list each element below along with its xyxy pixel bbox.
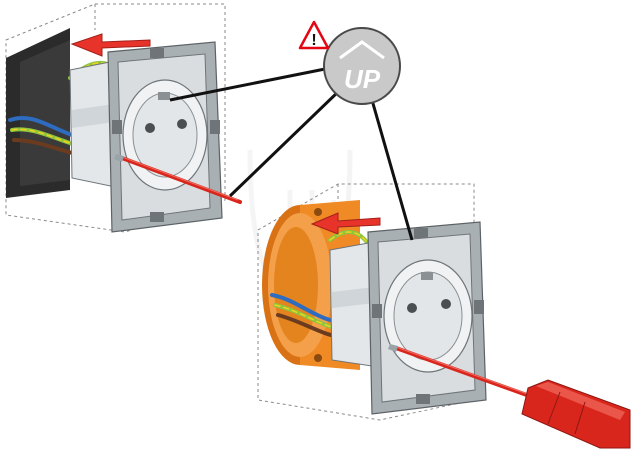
bottom-assembly bbox=[257, 183, 631, 449]
up-badge-label: UP bbox=[344, 64, 381, 94]
insert-direction-arrow-icon bbox=[310, 212, 381, 235]
insert-direction-arrow-icon bbox=[70, 33, 151, 57]
socket-face-bottom bbox=[383, 259, 473, 373]
up-orientation-badge-icon: UP bbox=[323, 27, 401, 105]
wall-box-outline bbox=[5, 3, 226, 233]
screwdriver-icon bbox=[114, 154, 242, 204]
top-assembly bbox=[5, 3, 242, 233]
screwdriver-icon bbox=[388, 344, 631, 449]
screwdriver-handle bbox=[521, 379, 631, 449]
warning-triangle-icon: ! bbox=[298, 20, 330, 50]
socket-face-top bbox=[122, 79, 208, 191]
warning-symbol: ! bbox=[311, 32, 316, 49]
callout-lines bbox=[169, 66, 414, 241]
